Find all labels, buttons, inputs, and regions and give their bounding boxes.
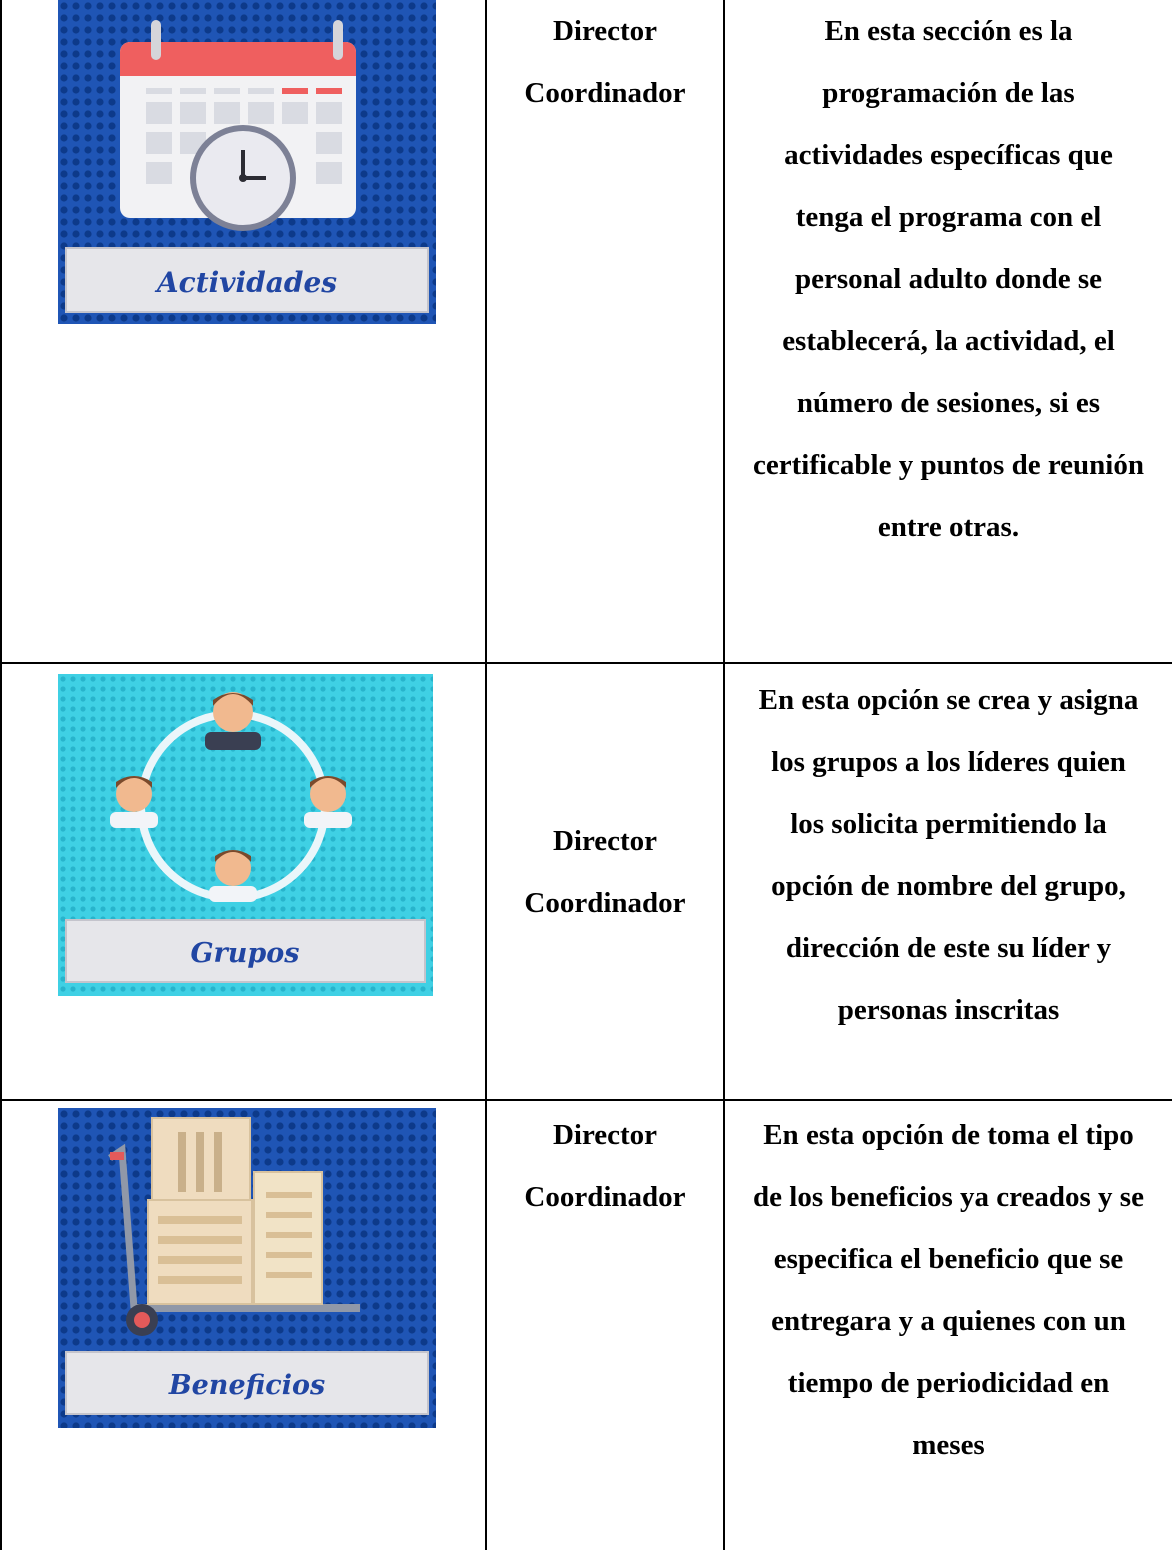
role-director: Director	[552, 15, 658, 47]
description-cell: En esta opción se crea y asigna los grup…	[725, 669, 1172, 1041]
description-line: personal adulto donde se	[795, 263, 1102, 295]
role-coordinador: Coordinador	[524, 77, 686, 109]
description-line: En esta sección es la	[824, 15, 1073, 47]
description-line: opción de nombre del grupo,	[771, 870, 1126, 902]
actividades-caption: Actividades	[154, 266, 337, 299]
description-line: los solicita permitiendo la	[790, 808, 1107, 840]
calendar-clock-icon: Actividades	[58, 0, 436, 324]
description-line: En esta opción de toma el tipo	[763, 1119, 1134, 1151]
description-line: programación de las	[822, 77, 1075, 109]
roles-cell: Director Coordinador	[486, 810, 724, 934]
beneficios-module-image: Beneficios	[58, 1108, 436, 1428]
grupos-caption: Grupos	[190, 938, 299, 969]
description-line: actividades específicas que	[784, 139, 1113, 171]
grupos-module-image: Grupos	[58, 674, 433, 996]
hand-truck-boxes-icon: Beneficios	[58, 1108, 436, 1428]
table-divider-col2	[723, 0, 725, 1550]
description-line: establecerá, la actividad, el	[782, 325, 1115, 357]
table-border-left	[0, 0, 2, 1550]
role-coordinador: Coordinador	[524, 1181, 686, 1213]
table-row-divider-1	[0, 662, 1172, 664]
beneficios-caption: Beneficios	[168, 1370, 325, 1401]
description-line: En esta opción se crea y asigna	[758, 684, 1139, 716]
actividades-module-image: Actividades	[58, 0, 436, 324]
description-line: entre otras.	[877, 511, 1020, 543]
people-circle-icon: Grupos	[58, 674, 433, 996]
description-line: dirección de este su líder y	[785, 932, 1112, 964]
description-line: especifica el beneficio que se	[773, 1243, 1124, 1275]
description-line: de los beneficios ya creados y se	[753, 1181, 1144, 1213]
description-line: meses	[912, 1429, 985, 1461]
description-line: número de sesiones, si es	[796, 387, 1101, 419]
role-director: Director	[552, 825, 658, 857]
role-coordinador: Coordinador	[524, 887, 686, 919]
roles-cell: Director Coordinador	[486, 0, 724, 124]
description-line: tiempo de periodicidad en	[787, 1367, 1110, 1399]
table-divider-col1	[485, 0, 487, 1550]
description-cell: En esta sección es la programación de la…	[725, 0, 1172, 558]
description-line: entregara y a quienes con un	[771, 1305, 1126, 1337]
description-line: certificable y puntos de reunión	[753, 449, 1144, 481]
roles-cell: Director Coordinador	[486, 1104, 724, 1228]
role-director: Director	[552, 1119, 658, 1151]
description-cell: En esta opción de toma el tipo de los be…	[725, 1104, 1172, 1476]
description-line: personas inscritas	[837, 994, 1060, 1026]
description-line: los grupos a los líderes quien	[771, 746, 1126, 778]
table-row-divider-2	[0, 1099, 1172, 1101]
description-line: tenga el programa con el	[795, 201, 1102, 233]
